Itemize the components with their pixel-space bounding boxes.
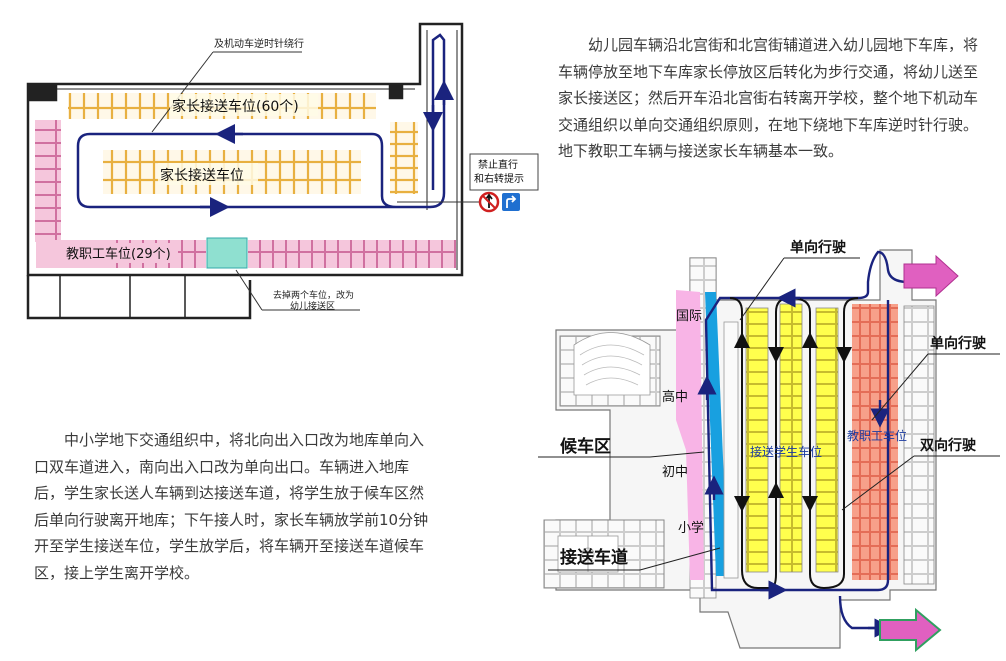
dropoff-lane-label: 接送车道	[560, 547, 628, 568]
sign-text-line1: 禁止直行	[478, 158, 518, 171]
kindergarten-description: 幼儿园车辆沿北宫街和北宫街辅道进入幼儿园地下车库，将车辆停放至地下车库家长停放区…	[558, 36, 979, 160]
one-way-label-right: 单向行驶	[930, 335, 986, 352]
staff-parking-bottom-right	[248, 240, 456, 268]
counterclockwise-route	[76, 33, 446, 209]
one-way-label-top: 单向行驶	[790, 239, 846, 256]
exit-arrow	[879, 607, 942, 653]
counterclockwise-note: 及机动车逆时针绕行	[214, 37, 304, 50]
waiting-area-label: 候车区	[560, 436, 611, 457]
traffic-sign-box	[469, 153, 539, 191]
school-route-arrows	[697, 288, 894, 638]
staff-parking-left-column	[35, 120, 61, 242]
right-turn-icon	[502, 193, 520, 211]
note-leader-line	[151, 51, 214, 133]
two-way-label: 双向行驶	[920, 437, 976, 454]
dropoff-lane	[705, 292, 728, 576]
staff-parking-label: 教职工车位	[847, 428, 907, 443]
removed-spaces-note-line2: 幼儿接送区	[290, 300, 335, 312]
staff-parking-block	[852, 304, 898, 580]
sign-text-line2: 和右转提示	[474, 172, 524, 185]
parent-parking-60-label: 家长接送车位(60个)	[172, 98, 299, 115]
parent-parking-right-column	[390, 122, 418, 194]
waiting-area-strip	[676, 290, 704, 580]
student-parking-label: 接送学生车位	[750, 444, 822, 459]
zone-high-school-label: 高中	[662, 389, 688, 405]
exit-route	[838, 595, 930, 630]
no-straight-right-icon	[478, 191, 500, 213]
zone-international-label: 国际	[676, 309, 702, 324]
entry-arrow	[903, 254, 959, 298]
parent-parking-label: 家长接送车位	[160, 167, 244, 184]
zone-middle-school-label: 初中	[662, 465, 688, 480]
staff-parking-29-label: 教职工车位(29个)	[66, 246, 171, 262]
school-description: 中小学地下交通组织中，将北向出入口改为地库单向入口双车道进入，南向出入口改为单向…	[34, 431, 429, 582]
removed-spaces-note-line1: 去掉两个车位，改为	[273, 289, 354, 301]
child-dropoff-zone	[206, 237, 248, 269]
student-parking-columns	[723, 303, 839, 579]
school-one-way-route	[704, 250, 942, 592]
zone-primary-school-label: 小学	[678, 520, 704, 536]
